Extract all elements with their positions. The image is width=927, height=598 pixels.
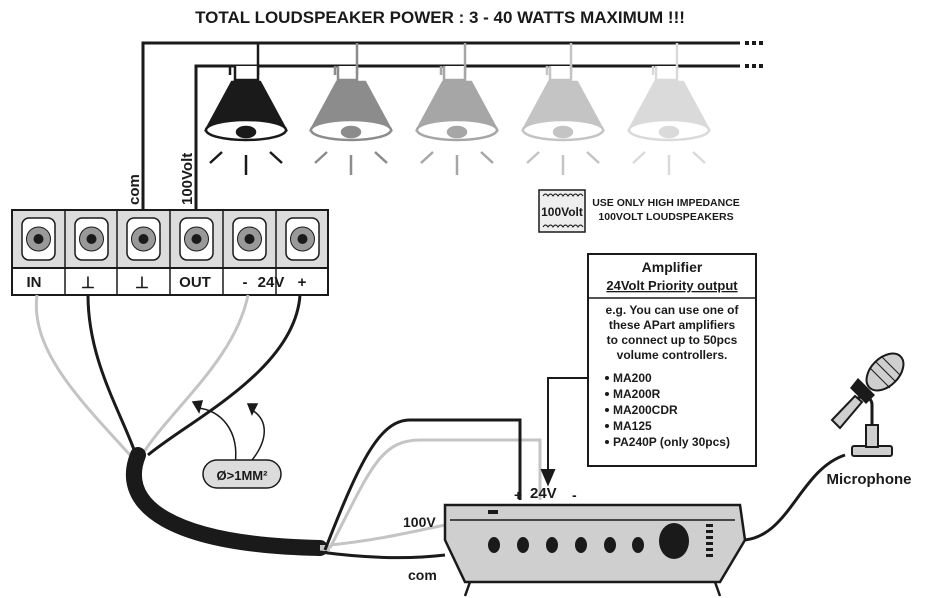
terminal-label-in: IN bbox=[27, 274, 42, 291]
model-item: MA125 bbox=[613, 419, 652, 433]
terminal-screw-minus bbox=[232, 217, 267, 261]
amp-wires bbox=[319, 418, 542, 560]
impedance-badge: 100Volt bbox=[538, 189, 586, 233]
amp-plus-wire bbox=[323, 418, 522, 551]
diameter-label: Ø>1MM² bbox=[217, 468, 269, 483]
amplifier-unit bbox=[443, 503, 747, 597]
cable-bundle bbox=[125, 447, 328, 556]
speaker-5 bbox=[626, 43, 712, 175]
amp-plus-label: + bbox=[514, 487, 522, 503]
microphone-icon bbox=[830, 352, 905, 457]
terminal-label-minus: - bbox=[243, 274, 248, 291]
terminal-block: IN ⊥ ⊥ OUT - 24V + bbox=[11, 209, 329, 296]
volt-wire-label: 100Volt bbox=[179, 153, 196, 205]
amp-100v-wire bbox=[329, 523, 446, 547]
cable-wires bbox=[34, 294, 302, 457]
microphone-cable bbox=[744, 453, 846, 542]
speaker-2 bbox=[308, 43, 394, 175]
speaker-1 bbox=[203, 43, 289, 175]
terminal-label-24v: 24V bbox=[258, 274, 285, 291]
notice-line-1: USE ONLY HIGH IMPEDANCE bbox=[592, 197, 740, 209]
speaker-4 bbox=[520, 43, 606, 175]
amplifier-box-subtitle: 24Volt Priority output bbox=[606, 278, 738, 293]
amp-minus-wire bbox=[328, 438, 542, 549]
speaker-3 bbox=[414, 43, 500, 175]
amplifier-box-body-2: these APart amplifiers bbox=[609, 318, 736, 332]
model-item: PA240P (only 30pcs) bbox=[613, 435, 730, 449]
microphone-label: Microphone bbox=[827, 471, 912, 488]
notice-line-2: 100VOLT LOUDSPEAKERS bbox=[598, 211, 733, 223]
model-item: MA200 bbox=[613, 371, 652, 385]
plus-wire bbox=[147, 294, 302, 457]
terminal-label-ground-1: ⊥ bbox=[81, 275, 95, 292]
amplifier-box-title: Amplifier bbox=[642, 259, 703, 275]
amp-com-label: com bbox=[408, 567, 437, 583]
terminal-label-ground-2: ⊥ bbox=[135, 275, 149, 292]
terminal-screw-ground-1 bbox=[74, 217, 109, 261]
amplifier-model-list: MA200 MA200R MA200CDR MA125 PA240P (only… bbox=[605, 371, 730, 449]
diameter-arrows bbox=[191, 400, 265, 466]
amplifier-info-box: Amplifier 24Volt Priority output e.g. Yo… bbox=[587, 253, 757, 467]
terminal-screw-in bbox=[21, 217, 56, 261]
com-wire-label: com bbox=[126, 174, 143, 205]
amplifier-box-body-4: volume controllers. bbox=[617, 348, 728, 362]
amplifier-box-body-1: e.g. You can use one of bbox=[606, 303, 740, 317]
model-item: MA200CDR bbox=[613, 403, 678, 417]
amp-100v-label: 100V bbox=[403, 514, 436, 530]
terminal-label-out: OUT bbox=[179, 274, 211, 291]
amplifier-box-body-3: to connect up to 50pcs bbox=[607, 333, 738, 347]
amp-minus-label: - bbox=[572, 487, 577, 503]
terminal-label-plus: + bbox=[298, 274, 307, 291]
volume-knob bbox=[659, 523, 689, 559]
amp-com-wire bbox=[319, 550, 446, 560]
bus-continuation bbox=[745, 41, 763, 68]
com-bus-line bbox=[141, 41, 740, 210]
callout-arrow bbox=[540, 377, 588, 487]
badge-label: 100Volt bbox=[541, 205, 583, 219]
terminal-screw-ground-2 bbox=[126, 217, 161, 261]
amplifier-knobs bbox=[488, 537, 644, 553]
diameter-callout: Ø>1MM² bbox=[202, 459, 282, 489]
terminal-screw-out bbox=[179, 217, 214, 261]
terminal-screw-plus bbox=[285, 217, 320, 261]
ground-wire bbox=[86, 294, 138, 456]
in-wire bbox=[34, 294, 132, 457]
amp-24v-label: 24V bbox=[530, 485, 557, 502]
minus-wire bbox=[140, 294, 250, 456]
level-meter bbox=[706, 524, 713, 557]
diagram-title: TOTAL LOUDSPEAKER POWER : 3 - 40 WATTS M… bbox=[195, 8, 685, 27]
model-item: MA200R bbox=[613, 387, 661, 401]
